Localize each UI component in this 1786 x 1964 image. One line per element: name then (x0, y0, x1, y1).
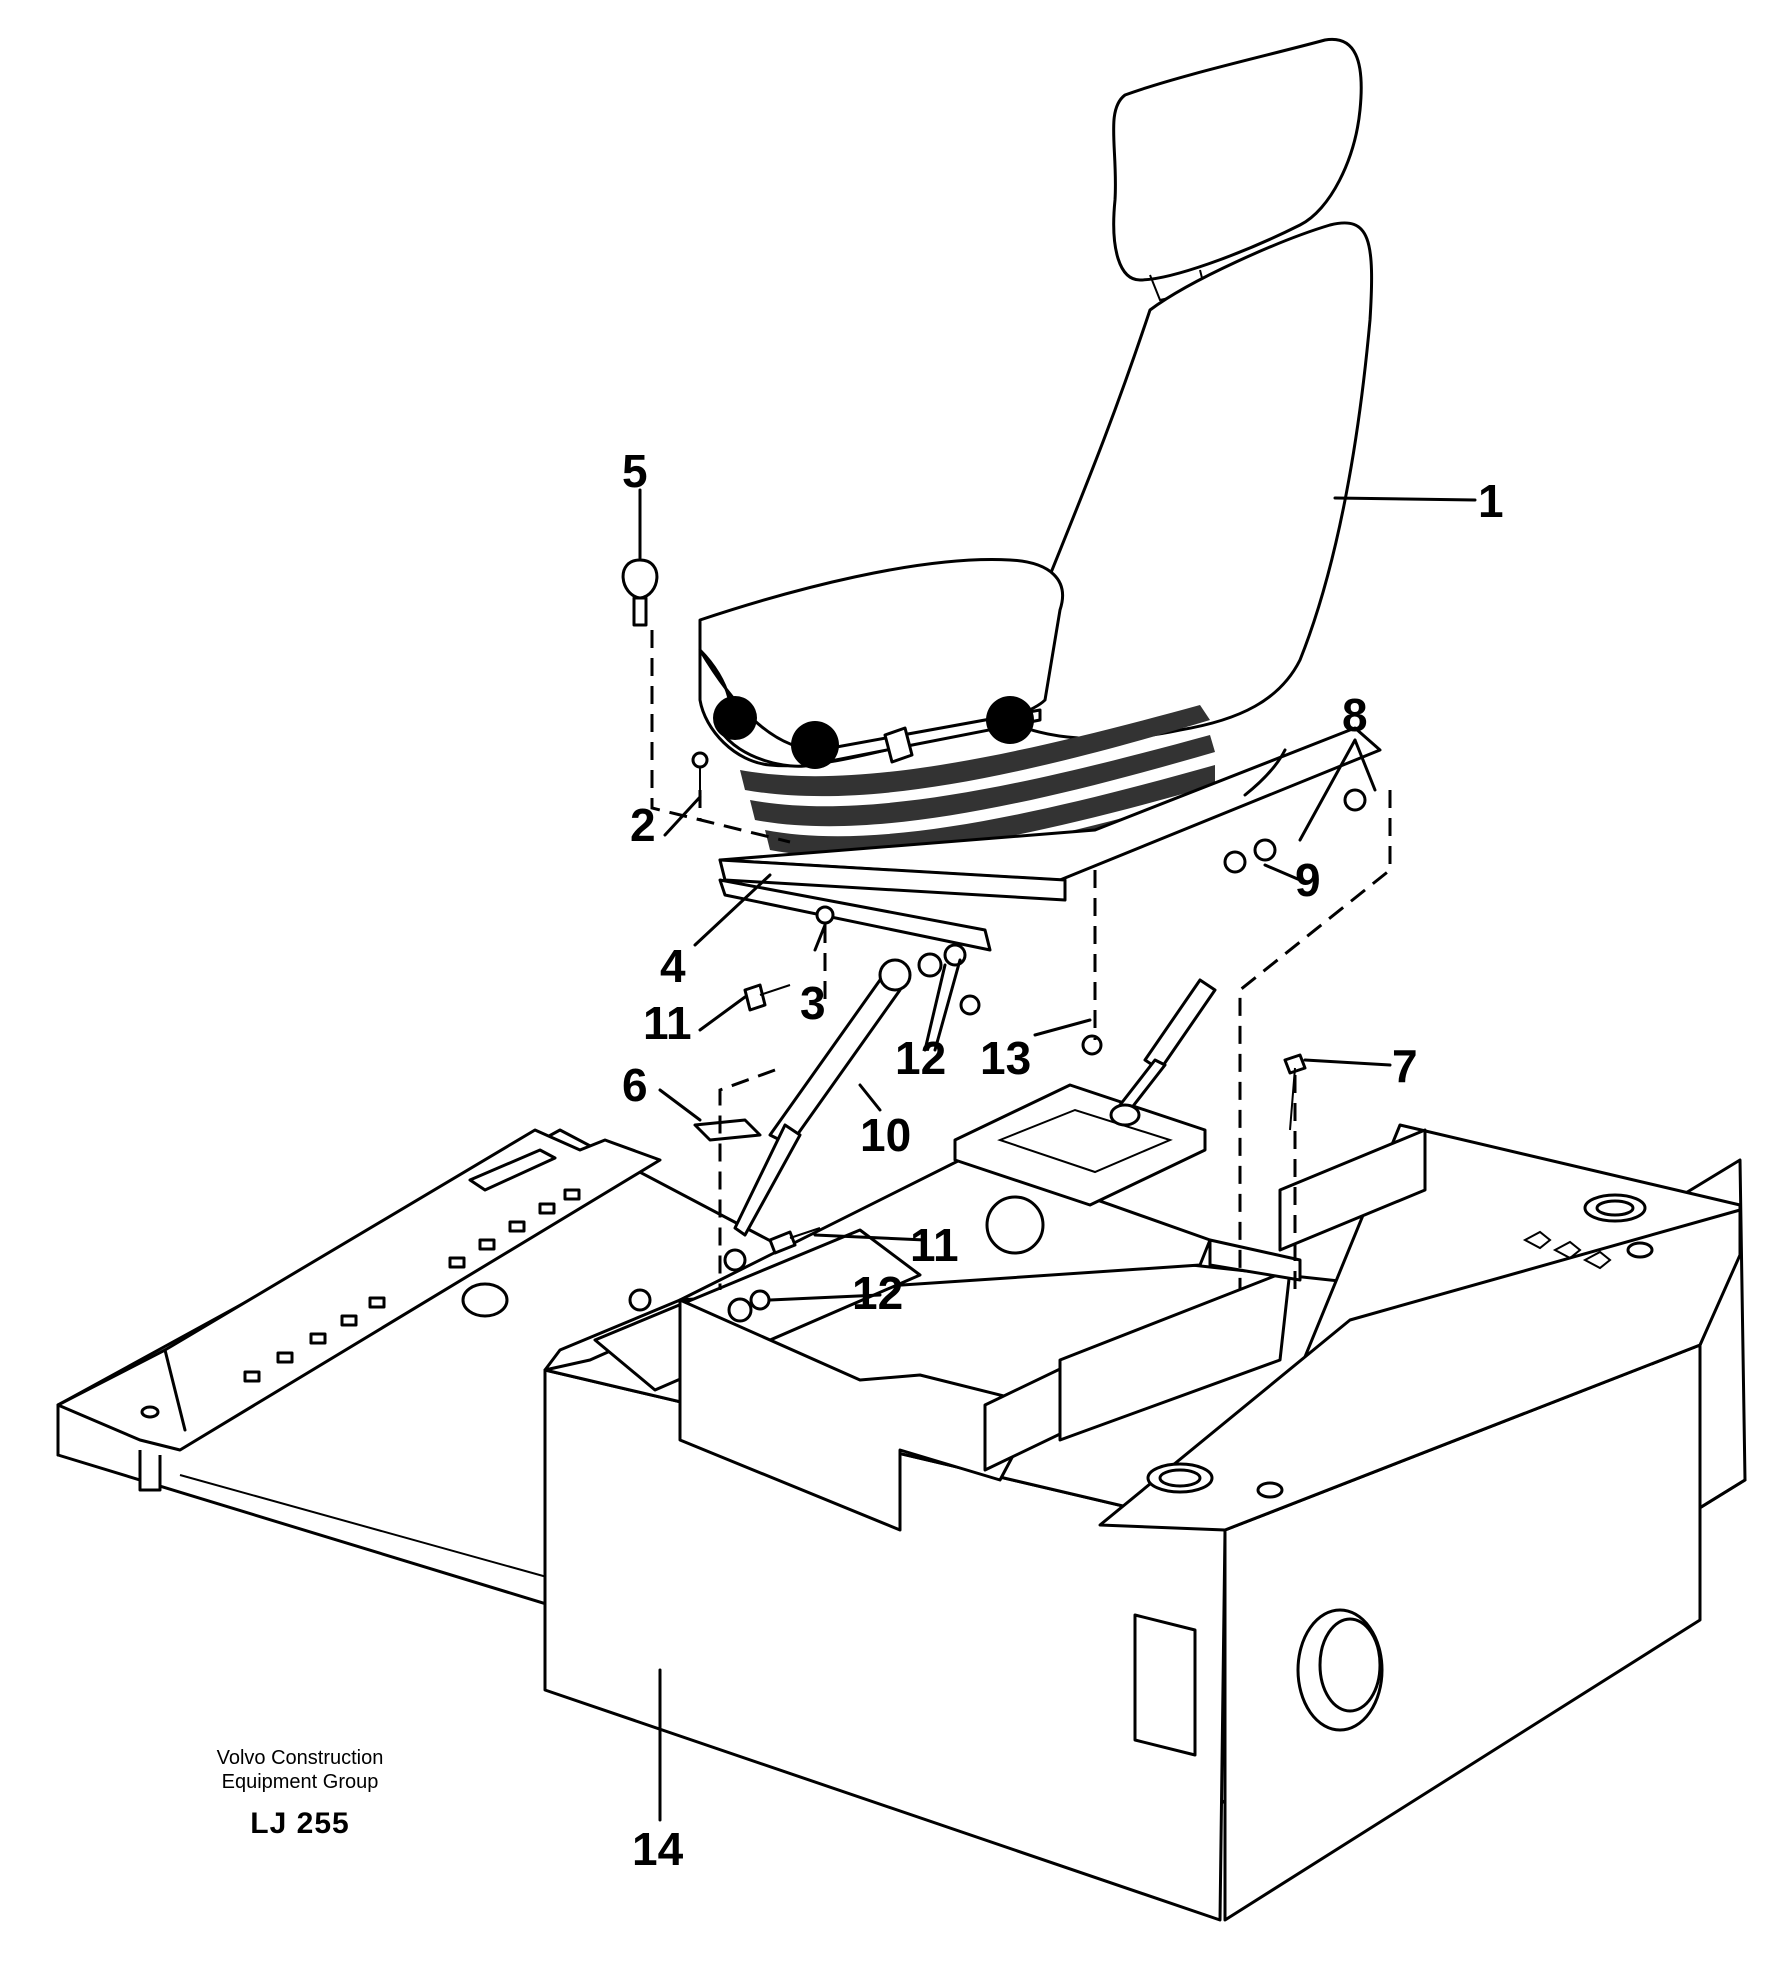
part-label-10: 10 (860, 1109, 912, 1161)
part-label-7: 7 (1392, 1040, 1418, 1092)
part-label-5: 5 (622, 445, 648, 497)
part-label-1: 1 (1478, 475, 1504, 527)
part-label-9: 9 (1295, 854, 1321, 906)
part-label-6: 6 (622, 1059, 648, 1111)
part-label-13: 13 (980, 1032, 1032, 1084)
part-label-14: 14 (632, 1823, 684, 1875)
gas-struts (723, 958, 1217, 1272)
credit-line-1: Volvo Construction (216, 1747, 384, 1769)
leader-lines (638, 488, 1477, 1822)
cab-floor-base (56, 1083, 1747, 1922)
part-label-12-lower: 12 (852, 1267, 904, 1319)
drawing-code: LJ 255 (250, 1807, 350, 1840)
part-label-8: 8 (1342, 689, 1368, 741)
part-label-11-lower: 11 (910, 1219, 959, 1271)
publisher-credit: Volvo Construction Equipment Group LJ 25… (200, 1746, 400, 1842)
assembly-lines (650, 630, 1392, 1290)
part-label-3: 3 (800, 977, 826, 1029)
small-hardware (621, 558, 1367, 1323)
part-label-2: 2 (630, 799, 656, 851)
part-label-11-upper: 11 (643, 997, 692, 1049)
operator-seat (698, 37, 1382, 952)
credit-line-2: Equipment Group (221, 1771, 379, 1793)
part-label-12-upper: 12 (895, 1032, 947, 1084)
part-label-4: 4 (660, 940, 686, 992)
